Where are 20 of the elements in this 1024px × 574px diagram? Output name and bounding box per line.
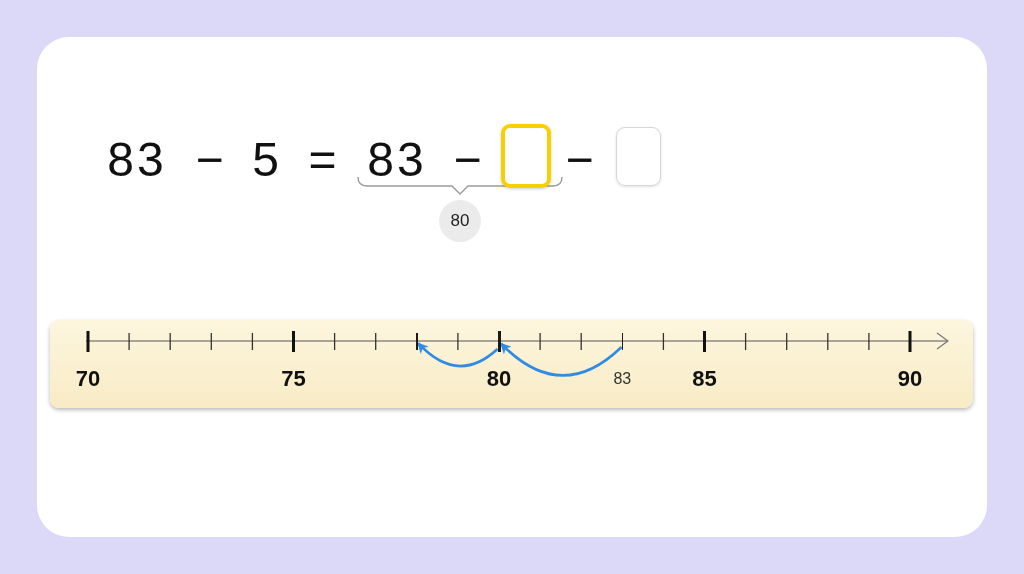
minus-sign: − — [565, 136, 597, 184]
minus-sign: − — [453, 136, 485, 184]
number: 83 — [107, 136, 167, 184]
answer-box — [616, 127, 661, 186]
equals-sign: = — [308, 136, 340, 184]
tick-mark — [621, 333, 624, 350]
tick-mark — [497, 331, 501, 352]
tick-mark — [416, 333, 418, 350]
tick-label: 70 — [75, 368, 101, 390]
answer-box — [501, 124, 551, 188]
tick-label: 75 — [281, 368, 306, 390]
number: 83 — [367, 136, 427, 184]
tick-label: 80 — [486, 368, 512, 390]
minus-sign: − — [195, 136, 227, 184]
curved-arrow — [417, 342, 499, 368]
number: 5 — [252, 136, 282, 184]
curved-arrow — [500, 342, 623, 377]
tick-label: 90 — [897, 368, 923, 390]
tick-label: 85 — [692, 368, 717, 390]
tick-label: 83 — [613, 371, 632, 387]
